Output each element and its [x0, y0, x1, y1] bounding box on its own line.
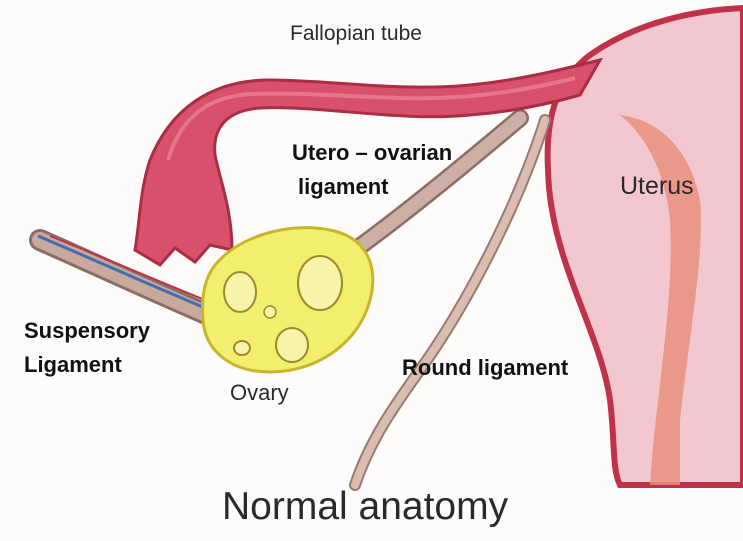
utero-ovarian-label-line2: ligament	[298, 174, 388, 200]
ovary-label: Ovary	[230, 380, 289, 406]
ovary-follicle-4	[234, 341, 250, 355]
suspensory-label-line1: Suspensory	[24, 318, 150, 344]
fallopian-tube-label: Fallopian tube	[290, 22, 422, 46]
suspensory-label-line2: Ligament	[24, 352, 122, 378]
ovary-follicle-3	[276, 328, 308, 362]
caption: Normal anatomy	[222, 485, 508, 529]
utero-ovarian-label-line1: Utero – ovarian	[292, 140, 452, 166]
ovary-follicle-5	[264, 306, 276, 318]
uterus-label: Uterus	[620, 172, 694, 201]
ovary-follicle-2	[298, 256, 342, 310]
ovary-follicle-1	[224, 272, 256, 312]
round-ligament-label: Round ligament	[402, 355, 568, 381]
